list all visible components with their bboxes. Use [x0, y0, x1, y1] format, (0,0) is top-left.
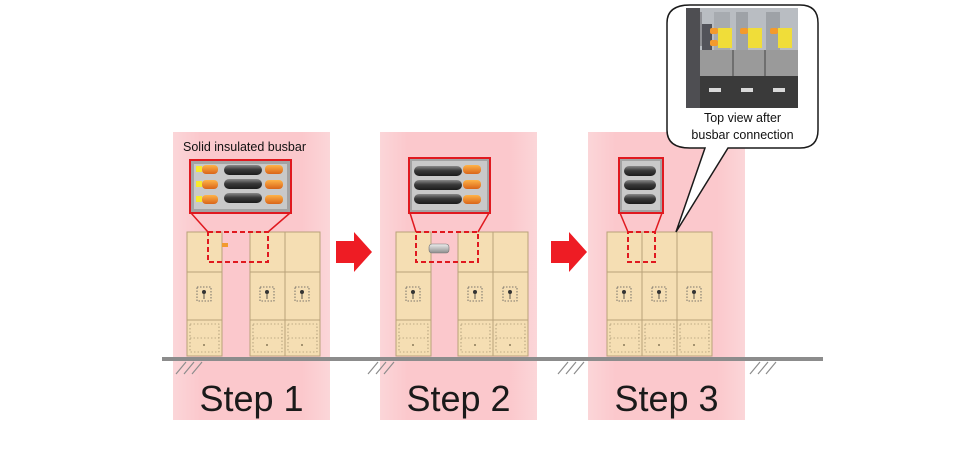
ground-hatch-left	[175, 361, 203, 375]
busbar-caption: Solid insulated busbar	[183, 140, 306, 154]
step-3-zoom-inset	[618, 157, 664, 233]
step-2-switchgear	[395, 231, 529, 357]
top-view-callout	[666, 4, 819, 233]
step-1-label: Step 1	[199, 378, 304, 419]
step-1-zoom-inset	[189, 159, 292, 233]
callout-text-line1: Top view after	[703, 111, 782, 125]
step-2-label: Step 2	[406, 378, 511, 419]
ground-hatch-3	[557, 361, 585, 375]
arrow-right-1	[336, 232, 372, 272]
step-3-label: Step 3	[614, 378, 719, 419]
ground-hatch-2	[367, 361, 395, 375]
step-2-zoom-inset	[408, 157, 491, 233]
arrow-right-2	[551, 232, 587, 272]
ground-hatch-right	[749, 361, 777, 375]
step-1-switchgear	[186, 231, 321, 357]
callout-text-line2: busbar connection	[691, 128, 794, 142]
step-3-switchgear	[606, 231, 713, 357]
